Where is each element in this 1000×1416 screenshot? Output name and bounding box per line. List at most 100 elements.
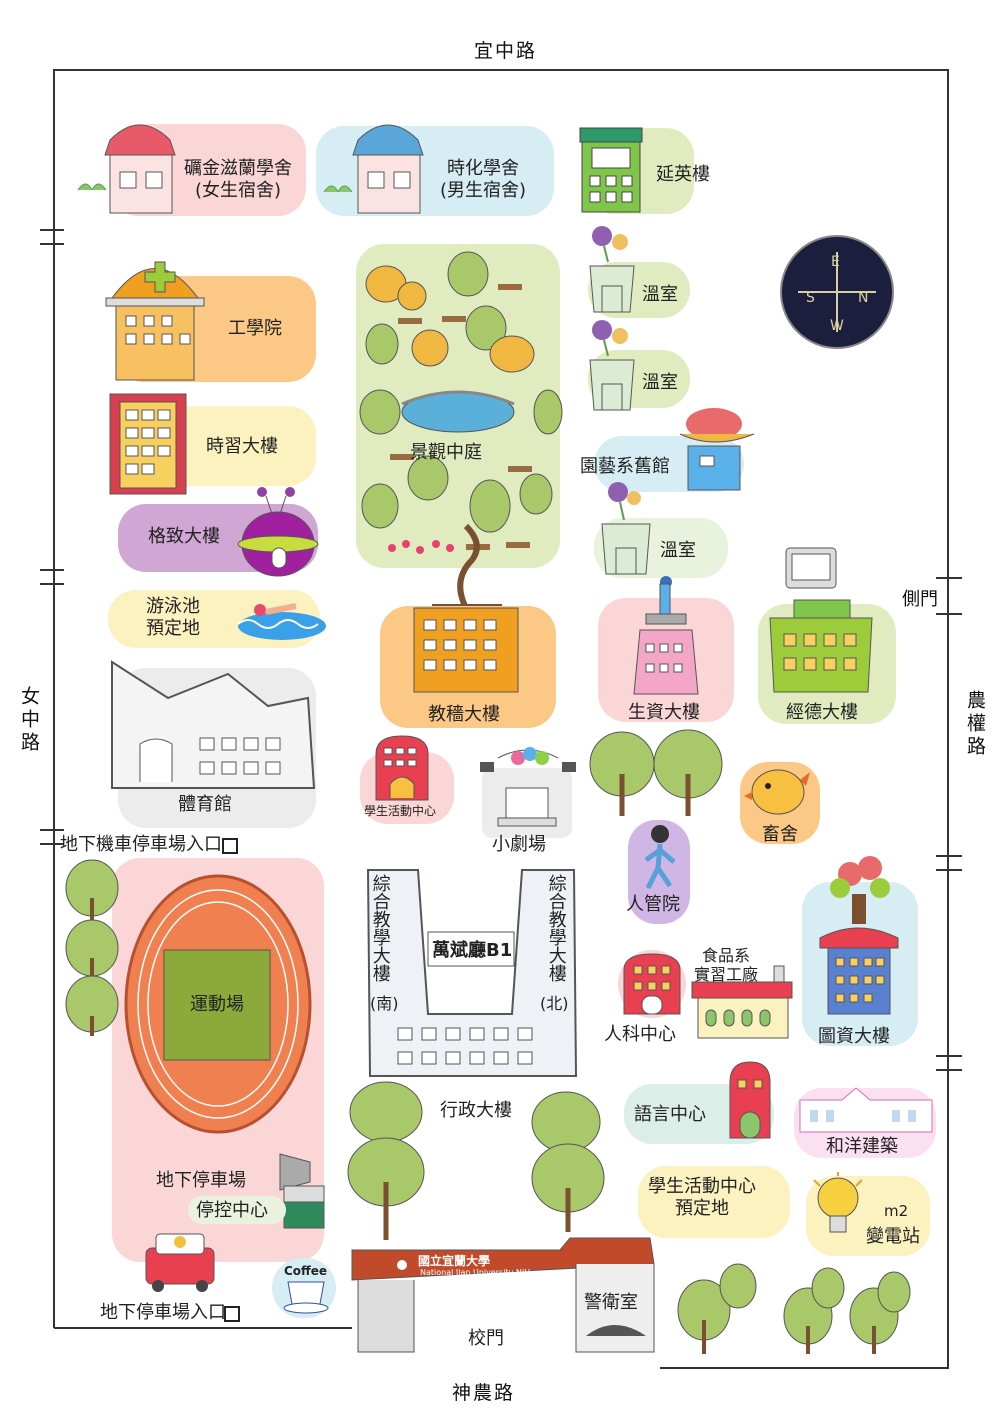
gate-icon (351, 1237, 655, 1353)
engineering-icon (105, 261, 205, 381)
jiaosui-icon (413, 607, 519, 693)
coffee-label[interactable]: Coffee (284, 1264, 328, 1278)
pool-label[interactable]: 游泳池 預定地 (146, 596, 200, 639)
girls-dorm-sub: (女生宿舍) (194, 179, 282, 201)
library-icon (819, 856, 899, 1015)
side-gate-label: 側門 (902, 589, 938, 610)
parking-entrance-icon (224, 1306, 240, 1322)
engineering-label[interactable]: 工學院 (228, 318, 282, 339)
heyang-icon (799, 1087, 933, 1133)
complex-south-c0: 綜 (369, 874, 391, 892)
complex-north-c3: 學 (545, 928, 567, 946)
personnel-label[interactable]: 人管院 (626, 894, 680, 915)
courtyard-label[interactable]: 景觀中庭 (410, 442, 482, 463)
food-factory-label[interactable]: 食品系 實習工廠 (694, 946, 758, 984)
boys-dorm-label[interactable]: 時化學舍 (男生宿舍) (440, 158, 526, 201)
food-factory-icon (691, 965, 793, 1039)
complex-south-c2: 教 (369, 910, 391, 928)
underground-parking-label[interactable]: 地下停車場 (156, 1170, 246, 1191)
shixi-label[interactable]: 時習大樓 (206, 436, 278, 457)
microscope-icon (633, 576, 699, 695)
shengzi-label[interactable]: 生資大樓 (628, 702, 700, 723)
stadium-icon (124, 874, 312, 1134)
greenhouse-label-1[interactable]: 溫室 (642, 284, 678, 305)
coffee-cup-icon (283, 1281, 329, 1314)
gym-icon (111, 660, 316, 789)
admin-label[interactable]: 行政大樓 (440, 1100, 512, 1121)
student-center-site-label[interactable]: 學生活動中心 預定地 (648, 1176, 756, 1219)
girls-dorm-name: 礪金滋蘭學舍 (184, 158, 292, 179)
theater-label[interactable]: 小劇場 (492, 834, 546, 855)
parking-entrance-label[interactable]: 地下停車場入口 (100, 1302, 226, 1323)
jingde-label[interactable]: 經德大樓 (786, 702, 858, 723)
jiaosui-label[interactable]: 教穡大樓 (428, 704, 500, 725)
yanying-icon (579, 127, 643, 213)
heyang-label[interactable]: 和洋建築 (826, 1136, 898, 1157)
pool-sub: 預定地 (146, 617, 200, 639)
girls-dorm-icon (77, 124, 176, 214)
complex-north-c0: 綜 (545, 874, 567, 892)
yanying-label[interactable]: 延英樓 (656, 164, 710, 185)
greenhouse-icon (589, 226, 635, 313)
wanbin-label[interactable]: 萬斌廳B1 (432, 940, 513, 961)
gym-label[interactable]: 體育館 (178, 794, 232, 815)
food-factory-name: 食品系 (702, 946, 751, 965)
road-west: 女中路 (18, 686, 40, 755)
complex-south-label[interactable]: 綜合教學大樓 (369, 874, 391, 982)
gezhi-label[interactable]: 格致大樓 (148, 526, 220, 547)
barn-label[interactable]: 畜舍 (762, 824, 798, 845)
complex-north-c4: 大 (545, 946, 567, 964)
stadium-label[interactable]: 運動場 (190, 994, 244, 1015)
complex-south-c5: 樓 (369, 964, 391, 982)
moto-parking-icon (222, 838, 238, 854)
compass-s: S (806, 290, 815, 306)
parking-control-label[interactable]: 停控中心 (196, 1200, 268, 1221)
language-icon (729, 1061, 771, 1139)
tree-icon (589, 729, 723, 816)
girls-dorm-label[interactable]: 礪金滋蘭學舍 (女生宿舍) (184, 158, 292, 201)
pool-icon (237, 603, 326, 640)
greenhouse-icon (601, 482, 651, 575)
gate-label[interactable]: 校門 (468, 1328, 504, 1349)
library-label[interactable]: 圖資大樓 (818, 1026, 890, 1047)
complex-south-dir: (南) (370, 994, 399, 1013)
substation-label[interactable]: 變電站 (866, 1226, 920, 1247)
compass-n: N (858, 290, 868, 306)
student-center-site-pad (638, 1166, 790, 1238)
compass-icon: E S N W (780, 235, 894, 349)
tree-icon (347, 1081, 605, 1240)
complex-south-c3: 學 (369, 928, 391, 946)
compass-e: E (831, 254, 840, 270)
tree-icon (65, 859, 119, 1036)
road-east: 農權路 (964, 690, 986, 759)
greenhouse-label-3[interactable]: 溫室 (660, 540, 696, 561)
student-center-icon (375, 735, 429, 801)
boys-dorm-sub: (男生宿舍) (440, 179, 527, 201)
compass-w: W (830, 318, 844, 334)
greenhouse-icon (589, 320, 635, 411)
boys-dorm-pad (316, 126, 554, 216)
walker-icon (644, 825, 676, 890)
car-icon (145, 1233, 215, 1292)
jingde-icon (769, 547, 873, 693)
bonsai-icon (432, 523, 502, 610)
language-label[interactable]: 語言中心 (634, 1104, 706, 1125)
moto-parking-label[interactable]: 地下機車停車場入口 (60, 834, 222, 855)
complex-north-c2: 教 (545, 910, 567, 928)
lightbulb-icon (813, 1172, 863, 1233)
greenhouse-label-2[interactable]: 溫室 (642, 372, 678, 393)
gate-sign-en: National Ilan University NIU (420, 1268, 531, 1277)
complex-north-label[interactable]: 綜合教學大樓 (545, 874, 567, 982)
tree-icon (677, 1263, 911, 1354)
horticulture-label[interactable]: 園藝系舊館 (580, 456, 670, 477)
substation-unit: m2 (884, 1202, 909, 1220)
theater-icon (480, 747, 576, 838)
guard-label[interactable]: 警衛室 (584, 1292, 638, 1313)
student-center-small-label[interactable]: 學生活動中心 (364, 804, 437, 818)
courtyard-icon (359, 251, 563, 554)
complex-north-dir: (北) (540, 994, 569, 1013)
humanities-label[interactable]: 人科中心 (604, 1024, 676, 1045)
horticulture-icon (679, 408, 755, 491)
complex-south-c1: 合 (369, 892, 391, 910)
parking-control-pad (188, 1196, 286, 1224)
